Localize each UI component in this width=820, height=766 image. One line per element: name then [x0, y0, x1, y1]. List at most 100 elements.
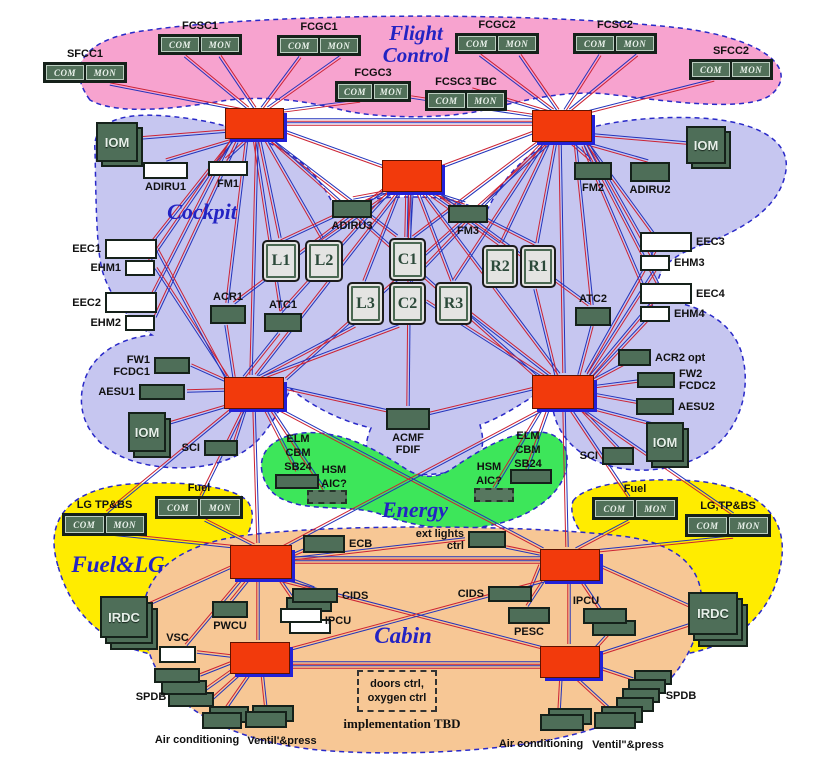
node-irdc-left: IRDC	[100, 596, 148, 638]
edge-line	[562, 407, 567, 548]
mon-cell: MON	[636, 500, 675, 517]
mon-cell: MON	[320, 38, 358, 53]
edge-line	[564, 406, 569, 547]
node-ext-lights-ctrl	[468, 531, 506, 548]
edge-line	[251, 137, 259, 376]
afdx-switch-2	[532, 110, 592, 142]
node-eec2	[105, 292, 157, 313]
node-cids-right	[488, 586, 532, 602]
com-cell: COM	[576, 36, 614, 51]
edge-line	[579, 326, 594, 376]
edge-line	[275, 101, 361, 114]
node-adiru3	[332, 200, 372, 218]
edge-line	[200, 662, 234, 677]
edge-line	[499, 139, 550, 243]
edge-line	[235, 407, 248, 442]
com-cell: COM	[595, 500, 634, 517]
mon-cell: MON	[200, 499, 240, 516]
edge-line	[264, 406, 299, 471]
edge-line	[570, 55, 639, 112]
edge-line	[558, 140, 564, 374]
edge-line	[563, 54, 600, 110]
node-sci-right	[602, 447, 634, 465]
mon-cell: MON	[729, 517, 768, 534]
edge-line	[520, 54, 560, 110]
node-display-c1: C1	[389, 238, 426, 281]
edge-line	[262, 671, 268, 709]
edge-line	[588, 290, 661, 377]
afdx-switch-4	[224, 377, 284, 409]
edge-line	[185, 54, 250, 108]
edge-line	[569, 406, 631, 497]
afdx-switch-5	[532, 375, 594, 409]
edge-line	[583, 140, 658, 242]
node-ventil-press-right	[594, 712, 636, 729]
edge-line	[595, 620, 698, 655]
edge-line	[105, 403, 237, 512]
node-fm3	[448, 205, 488, 223]
edge-line	[267, 55, 340, 108]
edge-line	[146, 138, 233, 263]
com-cell: COM	[692, 62, 730, 77]
node-display-r1: R1	[520, 245, 556, 288]
node-iom-top-right: IOM	[686, 126, 726, 164]
edge-line	[533, 289, 556, 376]
edge-line	[258, 324, 355, 377]
edge-line	[277, 129, 384, 169]
node-adiru1	[143, 162, 188, 179]
edge-line	[575, 519, 629, 549]
node-doors-oxygen-ctrl: doors ctrl, oxygen ctrl	[357, 670, 437, 712]
edge-line	[585, 535, 733, 552]
edge-line	[256, 190, 402, 377]
edge-line	[268, 57, 341, 110]
edge-line	[411, 139, 540, 237]
node-display-l3: L3	[347, 282, 384, 325]
edge-line	[404, 189, 407, 237]
node-iom-top-left: IOM	[96, 122, 138, 162]
node-atc1	[264, 313, 302, 332]
edge-line	[535, 288, 558, 375]
edge-line	[501, 140, 552, 244]
node-acmf-fdif	[386, 408, 430, 430]
node-eec4	[640, 283, 692, 304]
node-eec3	[640, 232, 692, 252]
edge-line	[259, 136, 282, 238]
node-ipcu-right	[583, 608, 627, 624]
com-cell: COM	[428, 93, 465, 108]
node-ecb	[303, 535, 345, 553]
node-ipcu-left	[280, 608, 322, 623]
edge-line	[506, 545, 541, 554]
node-air-conditioning-left	[202, 712, 242, 729]
edge-line	[560, 139, 566, 373]
edge-line	[157, 248, 228, 377]
edge-line	[110, 82, 254, 112]
edge-line	[585, 138, 660, 240]
node-adiru2	[630, 162, 670, 182]
edge-line	[452, 141, 545, 280]
edge-line	[226, 324, 236, 377]
edge-line	[140, 130, 241, 140]
edge-line	[220, 55, 257, 108]
edge-line	[579, 405, 621, 449]
mon-cell: MON	[732, 62, 770, 77]
edge-line	[527, 407, 551, 470]
edge-line	[525, 406, 549, 469]
edge-line	[191, 363, 230, 382]
edge-line	[590, 311, 654, 379]
node-ventil-press-left	[245, 711, 287, 728]
node-elm-cbm-sb24-right-box	[510, 469, 552, 484]
node-sci-left	[204, 440, 238, 456]
edge-line	[535, 139, 556, 243]
node-fm2	[574, 162, 612, 180]
node-acr1	[210, 305, 246, 324]
edge-line	[494, 405, 546, 489]
edge-line	[154, 268, 228, 379]
node-fw1-fcdc1	[154, 357, 190, 374]
edge-line	[196, 652, 231, 658]
